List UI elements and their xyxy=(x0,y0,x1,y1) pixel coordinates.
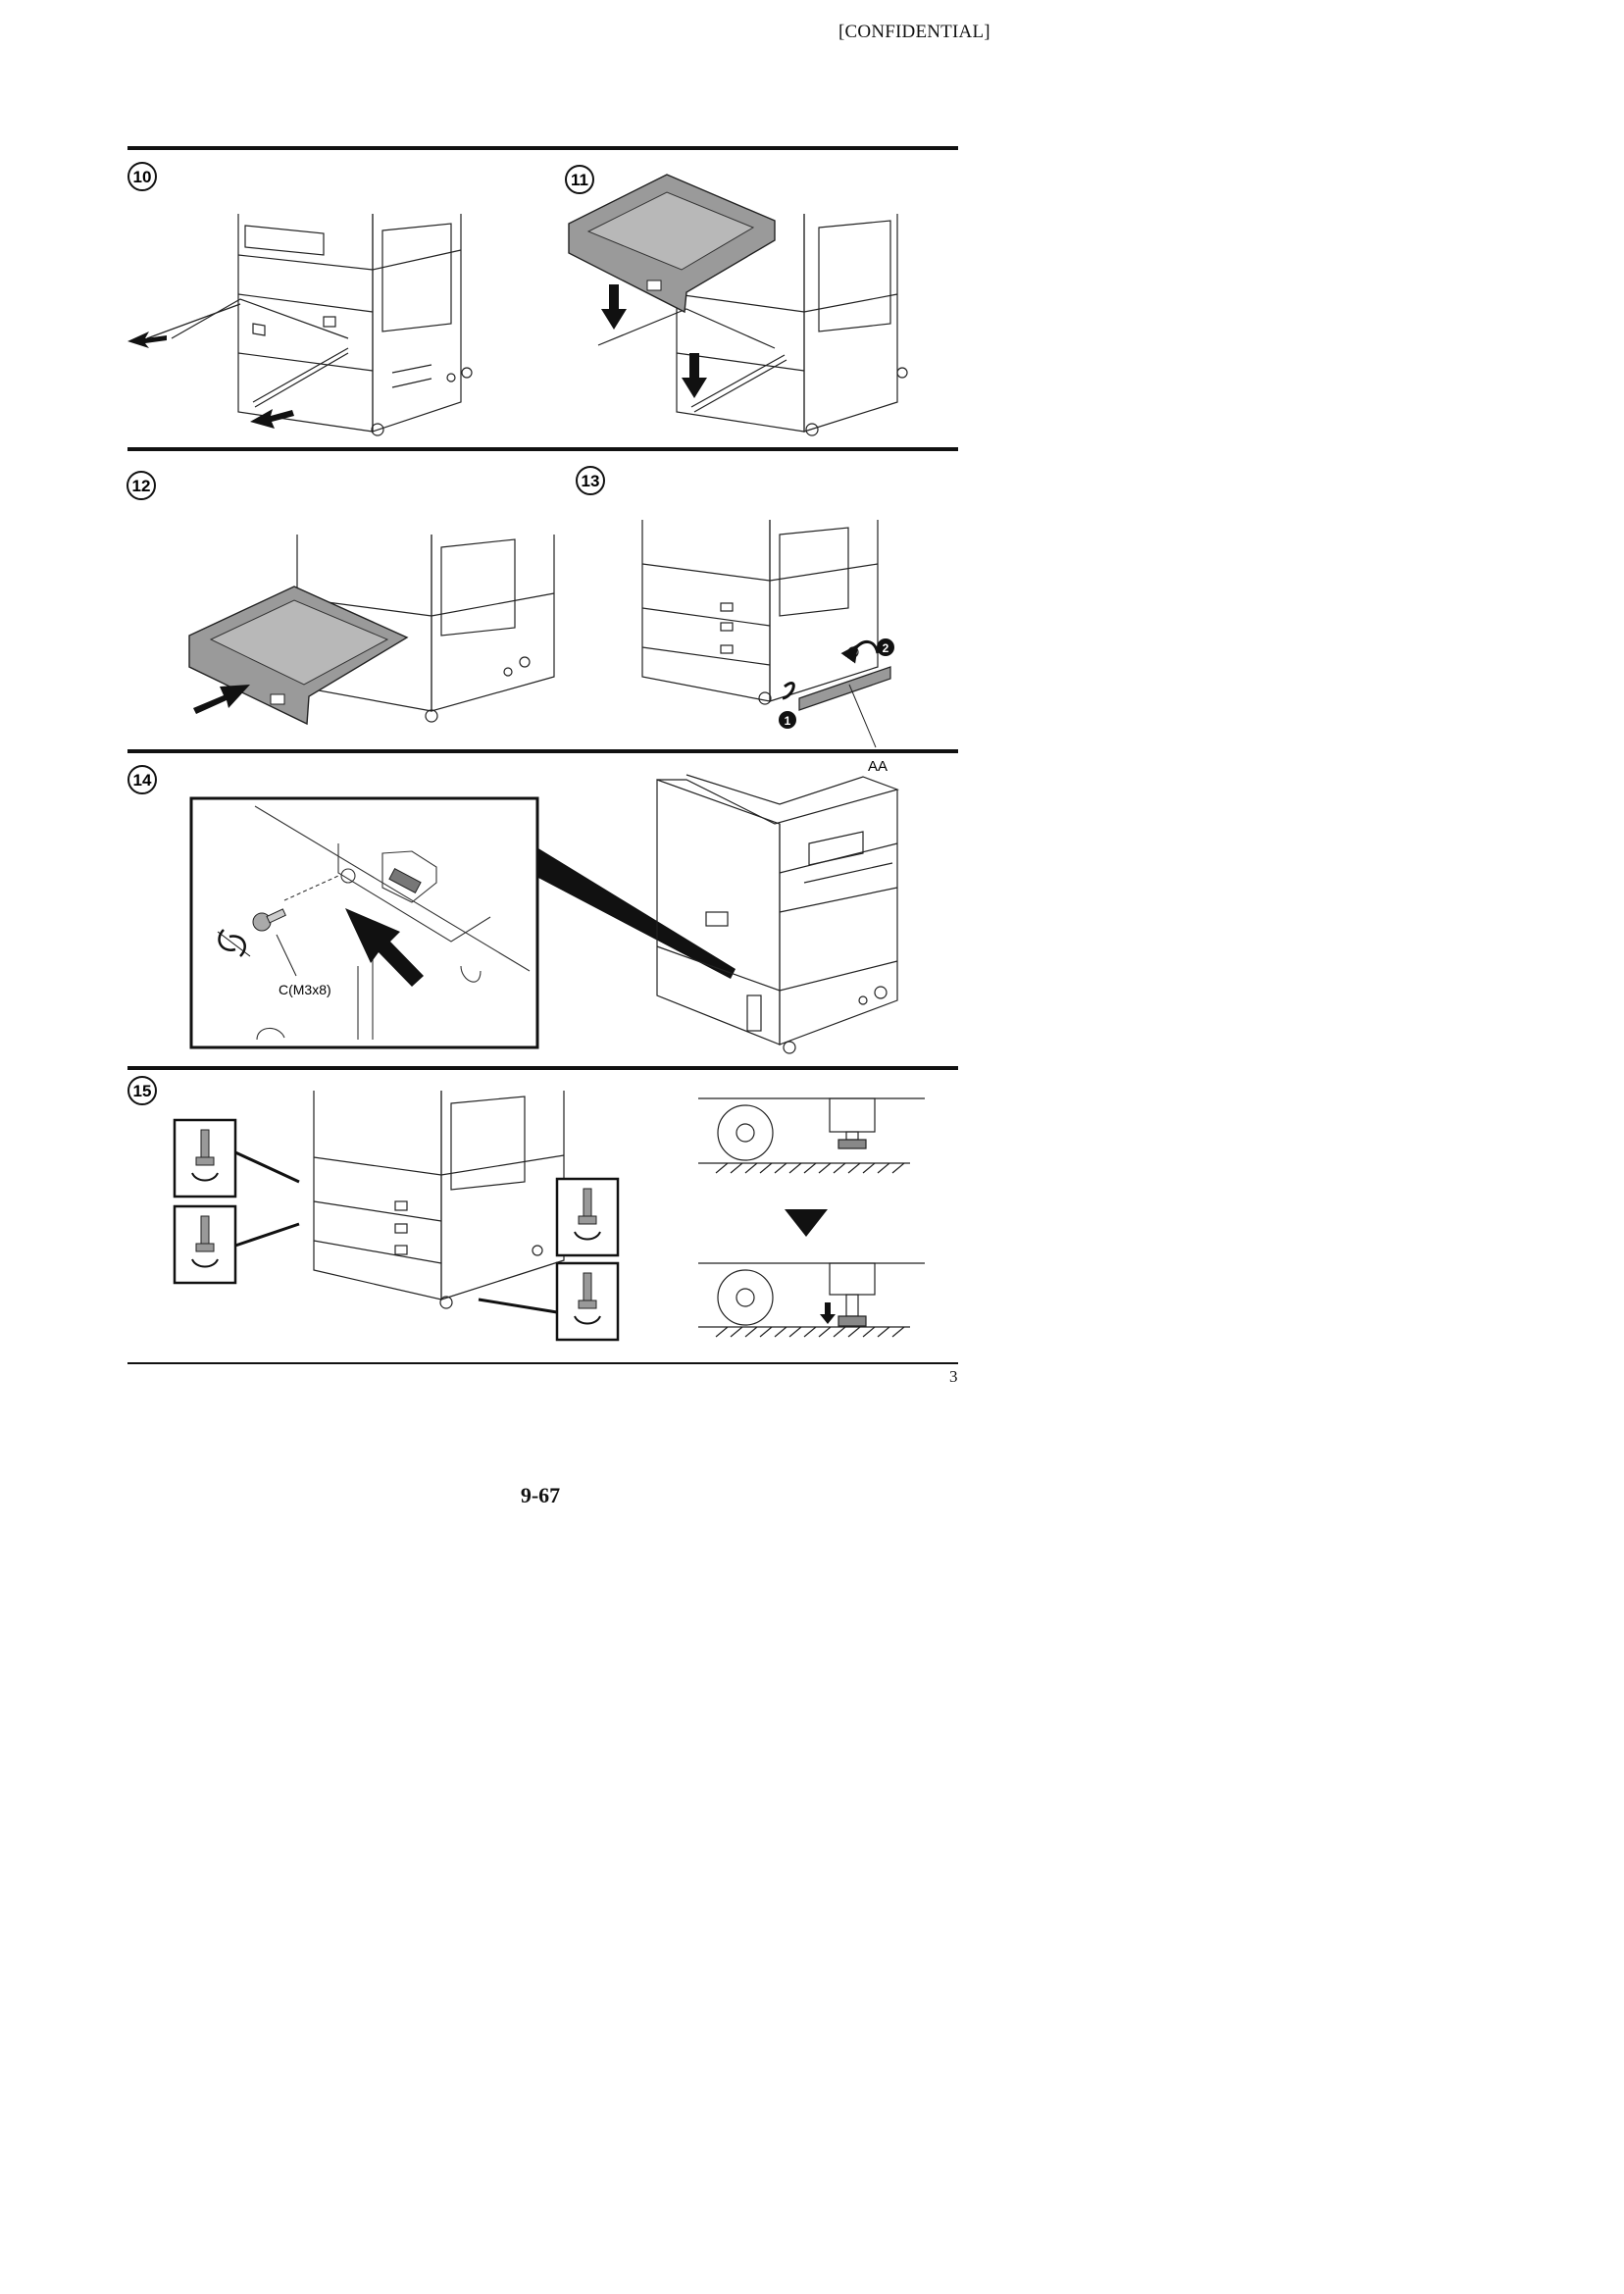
detail-callout-box: C(M3x8) xyxy=(189,796,539,1049)
curve-arrow-icon xyxy=(840,640,880,664)
down-triangle-icon xyxy=(785,1209,828,1237)
svg-text:15: 15 xyxy=(133,1082,152,1100)
section-rule xyxy=(127,447,958,451)
part-label-aa: AA xyxy=(868,758,888,775)
step-13-illustration xyxy=(641,520,879,705)
order-badge-1: 1 xyxy=(779,711,796,729)
order-badge-2: 2 xyxy=(877,638,894,656)
pull-arrow-icon xyxy=(250,409,294,429)
rotate-icon xyxy=(217,929,251,957)
svg-text:2: 2 xyxy=(883,641,889,655)
rotate-icon xyxy=(191,1172,601,1325)
paper-cassette xyxy=(568,174,776,314)
page-number: 9-67 xyxy=(520,1483,561,1507)
step-badge-11: 11 xyxy=(565,165,594,194)
svg-text:11: 11 xyxy=(571,171,588,189)
screw-label: C(M3x8) xyxy=(279,982,331,997)
svg-text:1: 1 xyxy=(785,714,791,728)
svg-text:13: 13 xyxy=(582,472,600,490)
installation-illustrations: 10 11 12 13 14 15 xyxy=(127,162,925,1342)
section-rule xyxy=(127,1362,958,1364)
foot-adjust-diagram xyxy=(698,1097,925,1338)
step-badge-15: 15 xyxy=(127,1076,157,1105)
insert-arrow-icon xyxy=(345,908,424,987)
part-aa xyxy=(798,666,891,711)
callout-beam xyxy=(538,848,736,979)
step-badge-13: 13 xyxy=(576,466,605,495)
step-15-illustration xyxy=(313,1091,565,1309)
step-14-illustration xyxy=(656,774,899,1054)
step-badge-14: 14 xyxy=(127,765,157,794)
down-arrow-icon xyxy=(682,353,707,398)
section-rule xyxy=(127,146,958,150)
step-10-illustration xyxy=(146,214,473,436)
sheet-number: 3 xyxy=(949,1367,958,1386)
pull-arrow-icon xyxy=(127,331,167,348)
down-arrow-icon xyxy=(601,284,627,330)
leveling-foot-detail xyxy=(173,1118,620,1342)
leader-line xyxy=(276,934,297,977)
svg-text:12: 12 xyxy=(132,477,151,495)
step-11-illustration xyxy=(597,214,908,436)
down-arrow-icon xyxy=(820,1302,836,1324)
section-rule xyxy=(127,1066,958,1070)
svg-text:14: 14 xyxy=(133,771,152,790)
section-rule xyxy=(127,749,958,753)
paper-cassette xyxy=(188,586,409,726)
screw-icon xyxy=(252,908,286,932)
hook-arrow-icon xyxy=(782,682,795,700)
leader-line xyxy=(848,684,877,748)
step-badge-10: 10 xyxy=(127,162,157,191)
confidential-label: [CONFIDENTIAL] xyxy=(838,22,990,42)
svg-text:10: 10 xyxy=(133,168,152,186)
push-arrow-icon xyxy=(193,685,250,714)
step-badge-12: 12 xyxy=(127,471,156,500)
